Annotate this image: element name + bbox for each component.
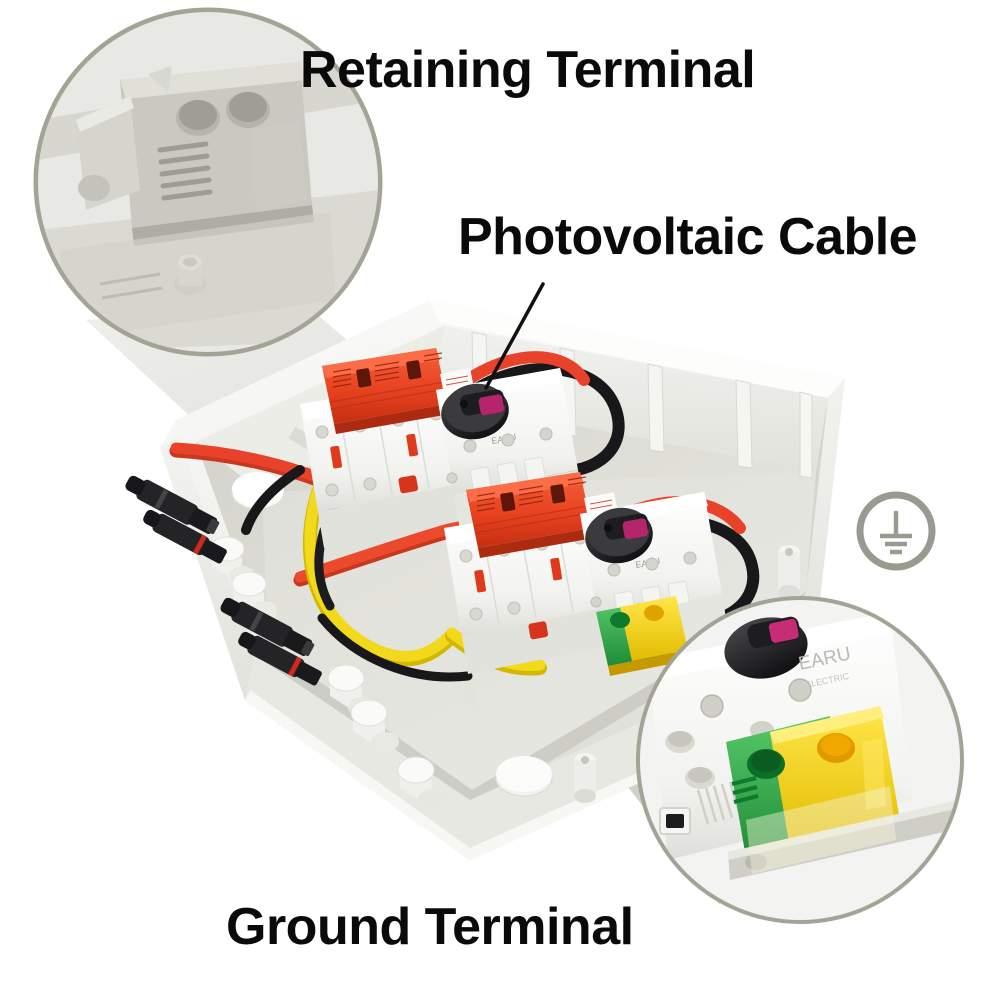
ground-terminal-block (596, 596, 690, 676)
surge-protector-upper (322, 348, 450, 434)
mc4-connector-upper (125, 475, 227, 564)
annotation-ground-terminal: Ground Terminal (226, 898, 634, 956)
surge-protector-lower (466, 472, 594, 558)
cable-gland (350, 699, 399, 752)
photovoltaic-cable-leader (484, 282, 545, 390)
mc4-connector-lower (220, 597, 322, 686)
annotation-photovoltaic-cable: Photovoltaic Cable (458, 208, 918, 266)
isolator-knob-upper (441, 383, 509, 440)
ground-terminal-callout: EARU ELECTRIC (636, 596, 964, 924)
dc-isolator-upper: EARU (300, 348, 584, 548)
cable-gland (231, 571, 277, 621)
blanking-cap (495, 756, 553, 797)
annotation-retaining-terminal: Retaining Terminal (300, 41, 756, 99)
ground-icon (856, 491, 936, 571)
cable-gland (397, 756, 446, 809)
isolator-knob-lower (585, 507, 653, 564)
retaining-terminal-callout (33, 7, 383, 357)
